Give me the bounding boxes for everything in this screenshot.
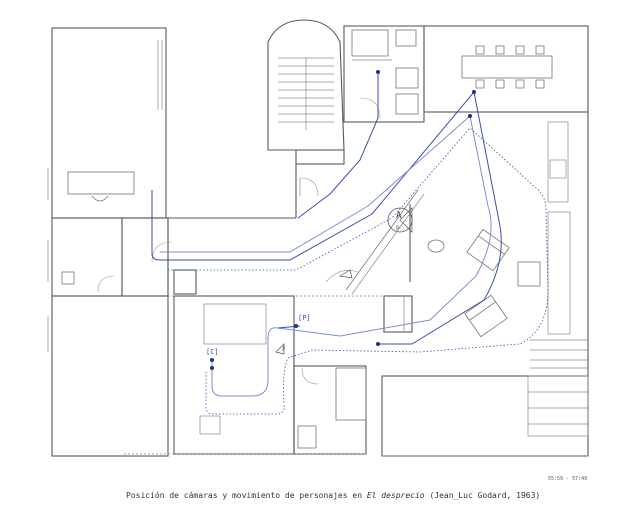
character-movement-paths [151, 70, 549, 415]
kitchen-block [343, 25, 425, 123]
character-path-kitchen [297, 72, 379, 219]
camera-a-icon [387, 207, 413, 233]
caption-suffix: (Jean_Luc Godard, 1963) [424, 491, 541, 500]
camera-positions [275, 207, 413, 355]
camera-label-f: F [282, 346, 286, 353]
corridor-walls [151, 164, 408, 297]
left-wing-walls [47, 27, 169, 457]
path-marker [468, 114, 472, 118]
lower-room-block [124, 365, 367, 455]
character-path-dotted-outer [168, 127, 549, 415]
living-room [424, 111, 589, 377]
timecode: 55:59 - 57:49 [548, 476, 588, 482]
path-marker [376, 342, 380, 346]
path-marker [210, 366, 214, 370]
caption-prefix: Posición de cámaras y movimiento de pers… [126, 491, 367, 500]
central-partitions [325, 189, 425, 333]
camera-label-c: [C] [206, 348, 219, 356]
camera-f-icon [275, 343, 285, 355]
stair-block [267, 19, 345, 165]
path-marker [294, 324, 298, 328]
path-marker [376, 70, 380, 74]
caption-film-title: El desprecio [366, 491, 425, 500]
path-marker [472, 90, 476, 94]
figure-caption: Posición de cámaras y movimiento de pers… [126, 491, 540, 500]
bedroom-block [381, 375, 589, 457]
bathroom-block [173, 295, 295, 455]
dining-block [423, 25, 589, 113]
path-marker [210, 358, 214, 362]
left-wing-furniture [61, 171, 135, 293]
camera-label-p: [P] [298, 314, 311, 322]
character-path-secondary [160, 115, 492, 397]
camera-label-p-lower: p [396, 224, 400, 231]
camera-label-a: A [396, 211, 402, 221]
camera-small-icon [339, 269, 353, 279]
